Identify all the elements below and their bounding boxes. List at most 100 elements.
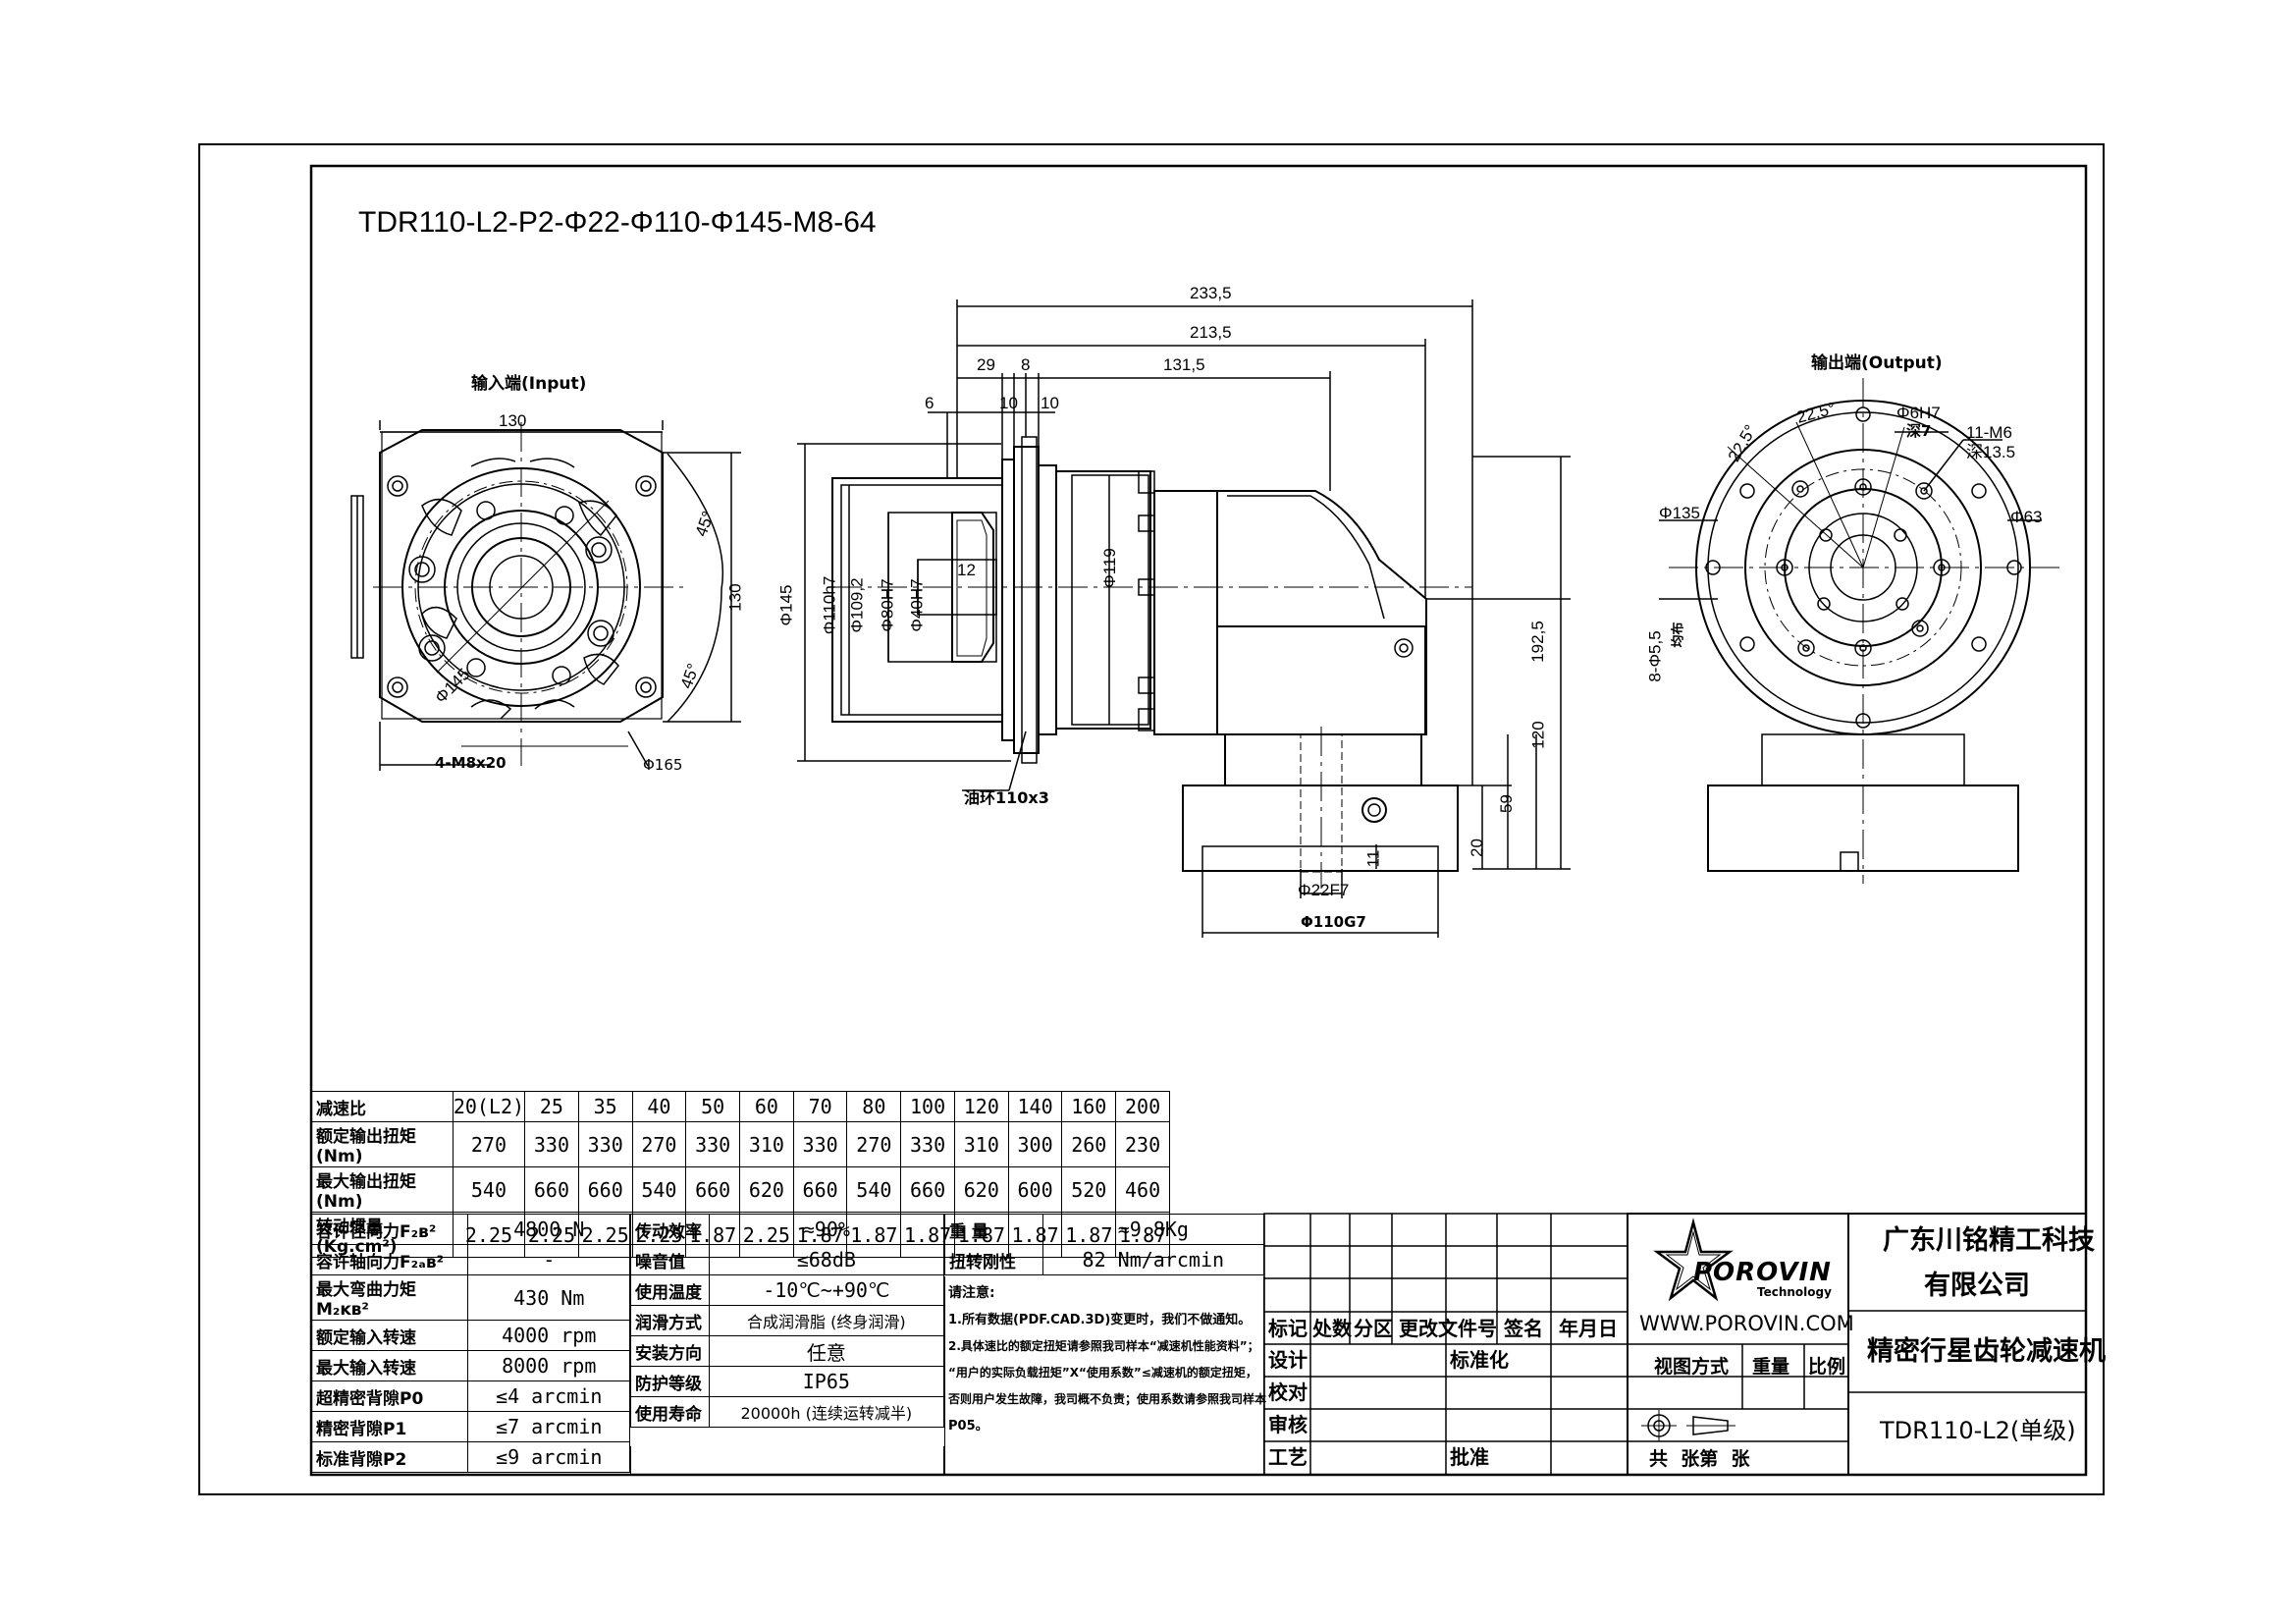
dim-phi119: Φ119 (1099, 548, 1119, 588)
spec-value: 任意 (708, 1335, 945, 1367)
dim-phi6: Φ6H7 (1896, 404, 1941, 422)
ratio-header-cell: 120 (953, 1091, 1009, 1122)
spec-value: ≤7 arcmin (467, 1411, 630, 1442)
review-label: 审核 (1268, 1413, 1308, 1436)
dim-20: 20 (1467, 839, 1486, 857)
ratio-header-cell: 140 (1007, 1091, 1063, 1122)
ratio-header-cell: 80 (846, 1091, 902, 1122)
input-view (350, 420, 741, 771)
spec-value: ≈90% (708, 1214, 945, 1245)
approve-label: 批准 (1450, 1445, 1489, 1469)
logo-sub: Technology (1757, 1285, 1832, 1299)
dim-input-height: 130 (725, 583, 745, 612)
spec-label: 最大弯曲力矩M₂ᴋʙ² (310, 1274, 469, 1321)
ratio-header-label: 减速比 (311, 1091, 454, 1122)
spec-value: 20000h (连续运转减半) (708, 1396, 945, 1428)
spec-row: 标准背隙P2≤9 arcmin (310, 1441, 630, 1473)
side-view (797, 299, 1571, 938)
notes-line: 2.具体速比的额定扭矩请参照我司样本“减速机性能资料”； (948, 1339, 1259, 1353)
spec-label: 噪音值 (630, 1244, 710, 1275)
table-cell: 270 (846, 1121, 902, 1167)
company-name-2: 有限公司 (1924, 1271, 2030, 1301)
notes-line: 否则用户发生故障，我司概不负责；使用系数请参照我司样本 (948, 1392, 1267, 1406)
table-cell: 540 (631, 1166, 687, 1213)
spec-mid-bottom-strip (630, 1446, 944, 1475)
table-cell: 310 (953, 1121, 1009, 1167)
spec-row: 超精密背隙P0≤4 arcmin (310, 1380, 630, 1412)
spec-value: -10℃~+90℃ (708, 1274, 945, 1306)
website: WWW.POROVIN.COM (1639, 1312, 1854, 1335)
dim-11: 11 (1363, 849, 1383, 868)
spec-label: 使用寿命 (630, 1396, 710, 1428)
dim-phi80: Φ80H7 (878, 578, 897, 632)
dim-input-dia: Φ165 (643, 756, 683, 774)
table-cell: 330 (792, 1121, 848, 1167)
spec-value: ≤9 arcmin (467, 1441, 630, 1473)
spec-label: 传动效率 (630, 1214, 710, 1245)
sheet-count: 共 张第 张 (1649, 1448, 1750, 1470)
spec-label: 重 量 (944, 1214, 1043, 1245)
ratio-header-cell: 200 (1115, 1091, 1170, 1122)
spec-value: 合成润滑脂 (终身润滑) (708, 1305, 945, 1336)
dim-phi145: Φ145 (776, 584, 796, 626)
table-cell: 330 (900, 1121, 955, 1167)
dim-12: 12 (957, 561, 976, 579)
output-view-label: 输出端(Output) (1811, 353, 1943, 373)
spec-row: 使用温度-10℃~+90℃ (630, 1274, 945, 1306)
spec-label: 精密背隙P1 (310, 1411, 469, 1442)
spec-table-middle: 传动效率≈90% 噪音值≤68dB 使用温度-10℃~+90℃ 润滑方式合成润滑… (630, 1214, 945, 1428)
spec-row: 润滑方式合成润滑脂 (终身润滑) (630, 1305, 945, 1336)
table-cell: 660 (900, 1166, 955, 1213)
design-label: 设计 (1268, 1348, 1308, 1372)
model-name: TDR110-L2(单级) (1880, 1417, 2076, 1444)
inner-frame (309, 164, 2088, 1477)
spec-value: 8000 rpm (467, 1350, 630, 1381)
dim-m6: 11-M6 (1966, 423, 2012, 442)
rev-header-mark: 标记 (1268, 1317, 1308, 1340)
table-cell: 310 (739, 1121, 794, 1167)
view-method-label: 视图方式 (1654, 1356, 1730, 1378)
dim-through: 均布 (1671, 622, 1686, 648)
spec-label: 超精密背隙P0 (310, 1380, 469, 1412)
spec-value: IP65 (708, 1366, 945, 1397)
spec-label: 使用温度 (630, 1274, 710, 1306)
ratio-header-row: 减速比 20(L2) 25 35 40 50 60 70 80 100 120 … (311, 1091, 1170, 1122)
table-cell: 620 (953, 1166, 1009, 1213)
rev-header-zone: 分区 (1354, 1317, 1393, 1340)
ratio-header-cell: 50 (685, 1091, 741, 1122)
spec-label: 容许径向力F₂ʙ² (310, 1214, 469, 1245)
notes-line: 1.所有数据(PDF.CAD.3D)变更时，我们不做通知。 (948, 1313, 1252, 1327)
drawing-title: TDR110-L2-P2-Φ22-Φ110-Φ145-M8-64 (358, 206, 877, 239)
table-cell: 270 (631, 1121, 687, 1167)
standard-label: 标准化 (1450, 1348, 1509, 1372)
table-cell: 460 (1115, 1166, 1170, 1213)
dim-6: 6 (925, 394, 934, 412)
dim-input-thread: 4-M8x20 (435, 754, 507, 772)
spec-label: 额定输入转速 (310, 1320, 469, 1351)
oring-label: 油环110x3 (964, 788, 1049, 807)
dim-10a: 10 (999, 394, 1018, 412)
table-cell: 660 (577, 1166, 633, 1213)
spec-row: 容许轴向力F₂ₐʙ²- (310, 1244, 630, 1275)
table-cell: 600 (1007, 1166, 1063, 1213)
spec-label: 最大输入转速 (310, 1350, 469, 1381)
spec-label: 扭转刚性 (944, 1244, 1043, 1275)
dim-input-width: 130 (499, 411, 527, 430)
notes-heading: 请注意: (948, 1285, 995, 1301)
scale-label: 比例 (1808, 1356, 1846, 1378)
check-label: 校对 (1268, 1380, 1308, 1404)
table-cell: 660 (685, 1166, 741, 1213)
spec-label: 安装方向 (630, 1335, 710, 1367)
spec-value: 82 Nm/arcmin (1041, 1244, 1265, 1275)
spec-label: 标准背隙P2 (310, 1441, 469, 1473)
dim-1315: 131,5 (1163, 355, 1205, 374)
spec-value: 4000 rpm (467, 1320, 630, 1351)
spec-row: 重 量≈9.8Kg (944, 1214, 1265, 1245)
table-row-label: 额定输出扭矩(Nm) (311, 1121, 454, 1167)
dim-phi63: Φ63 (2010, 508, 2043, 526)
